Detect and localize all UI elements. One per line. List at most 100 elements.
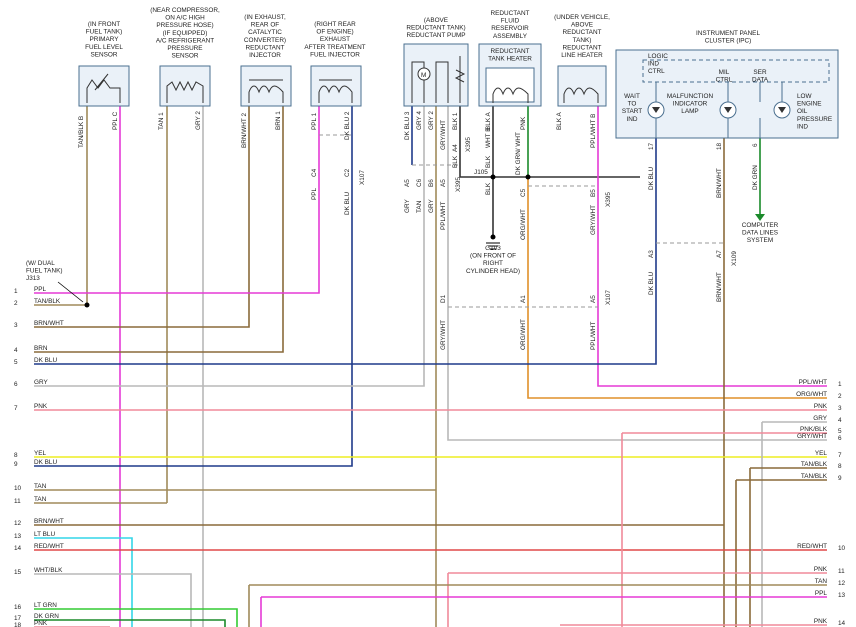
ac-pressure-sensor-label-line: (NEAR COMPRESSOR,: [150, 7, 220, 14]
ipc-mil-label-line: INDICATOR: [673, 101, 708, 108]
right-row-label: GRY: [813, 415, 827, 422]
left-row-number: 7: [14, 405, 18, 412]
ground-label-line: (ON FRONT OF: [470, 253, 516, 260]
right-row-number: 2: [838, 393, 842, 400]
wires: [34, 103, 827, 627]
right-row-number: 11: [838, 568, 845, 575]
splices: [84, 174, 765, 308]
left-row-label: YEL: [34, 450, 47, 457]
reservoir-assembly-label-line: FLUID: [501, 18, 520, 25]
right-row-label: YEL: [815, 450, 828, 457]
wire-tan-blk-r8: [749, 467, 827, 627]
wire-inj-brn: [34, 103, 284, 353]
right-row-number: 9: [838, 475, 842, 482]
left-row-number: 18: [14, 622, 22, 627]
exhaust-injector-label-line: EXHAUST: [320, 36, 350, 43]
ipc-mil-ctrl-label-line: CTRL: [716, 77, 733, 84]
conn-x395-a: X395: [465, 137, 472, 152]
splice-j313: [84, 302, 90, 308]
wl-gry-wht-top: GRY/WHT: [440, 120, 447, 150]
reductant-injector-label-line: (IN EXHAUST,: [244, 14, 286, 21]
right-row-label: TAN/BLK: [801, 461, 828, 468]
ipc-label-line: CLUSTER (IPC): [705, 38, 752, 45]
conn-a5: A5: [404, 179, 411, 187]
pin-line-a: BLK A: [556, 111, 563, 130]
left-row-number: 13: [14, 533, 22, 540]
reductant-injector-label-line: CATALYTIC: [248, 29, 282, 36]
fuel-level-sensor-label-line: FUEL TANK): [86, 29, 122, 36]
conn-a5b: A5: [440, 179, 447, 187]
right-row-label: PNK: [814, 566, 828, 573]
left-row-label: PNK: [34, 620, 48, 627]
left-row-label: RED/WHT: [34, 543, 64, 550]
wl-ppl-wht: PPL/WHT: [440, 201, 447, 230]
right-row-number: 7: [838, 452, 842, 459]
pin-ipc-18: 18: [716, 142, 723, 150]
pin-inj-1: BRN 1: [275, 111, 282, 130]
fuel-level-sensor-label-line: SENSOR: [91, 51, 118, 58]
line-heater-label-line: REDUCTANT: [563, 44, 602, 51]
tank-heater-coil-icon: [492, 87, 529, 103]
reductant-pump-label-line: REDUCTANT TANK): [406, 25, 465, 32]
wl-dkgrn-ipc: DK GRN: [752, 165, 759, 190]
ac-pressure-sensor-label-line: ON A/C HIGH: [165, 15, 205, 22]
pin-fuel-b: TAN/BLK B: [78, 116, 85, 148]
right-row-number: 6: [838, 435, 842, 442]
conn-b6: B6: [428, 179, 435, 187]
left-row-label: BRN: [34, 345, 48, 352]
ac-pressure-sensor-label-line: (IF EQUIPPED): [163, 30, 208, 37]
ac-pressure-sensor-label-line: A/C REFRIGERANT: [156, 37, 214, 44]
left-row-number: 3: [14, 322, 18, 329]
left-row-number: 15: [14, 569, 22, 576]
pin-ac-2: GRY 2: [195, 111, 202, 130]
reductant-injector-label-line: INJECTOR: [249, 52, 281, 59]
ground-label-line: G103: [485, 245, 501, 252]
wire-tan-blk-r9: [735, 479, 827, 627]
right-row-label: RED/WHT: [797, 543, 827, 550]
ipc-logic-label-line: LOGIC: [648, 53, 668, 60]
pin-pump-3: DK BLU 3: [404, 111, 411, 140]
pin-labels: TAN/BLK B PPL C TAN 1 GRY 2 BRN/WHT 2 BR…: [78, 111, 759, 150]
left-row-number: 14: [14, 545, 22, 552]
conn-c2: C2: [344, 168, 351, 177]
injector-coil-icon: [248, 79, 284, 103]
pin-fuel-c: PPL C: [112, 111, 119, 130]
conn-x107-top: X107: [359, 170, 366, 185]
left-row-label: TAN: [34, 496, 47, 503]
ipc-oil-label-line: OIL: [797, 108, 808, 115]
right-row-label: PNK/BLK: [800, 426, 828, 433]
ipc-logic-label-line: IND: [648, 61, 659, 68]
ac-pressure-sensor-label-line: PRESSURE HOSE): [156, 22, 213, 29]
dual-tank-label-line: (W/ DUAL: [26, 260, 55, 267]
left-row-label: LT GRN: [34, 602, 57, 609]
right-row-label: PNK: [814, 403, 828, 410]
wl-dkblu-ex: DK BLU: [344, 192, 351, 215]
pin-res-a: BLK A: [485, 111, 492, 130]
pin-ex-1: PPL 1: [311, 112, 318, 130]
line-heater-label-line: REDUCTANT: [563, 29, 602, 36]
exhaust-injector-box: [310, 65, 362, 107]
ipc-logic-dashed: [642, 59, 830, 83]
ground-g103-icon: [490, 234, 496, 240]
wire-pnk-r11: [447, 572, 827, 627]
wl-brn-wht-ipc-low: BRN/WHT: [716, 272, 723, 302]
left-row-number: 12: [14, 520, 22, 527]
wl-org-wht-low: ORG/WHT: [520, 319, 527, 350]
conn-x395-c: X395: [605, 192, 612, 207]
wl-tan: TAN: [416, 200, 423, 213]
right-row-number: 12: [838, 580, 846, 587]
ipc-mil-label-line: LAMP: [681, 108, 698, 115]
left-row-label: DK GRN: [34, 613, 59, 620]
ipc-label-line: INSTRUMENT PANEL: [696, 30, 760, 37]
tank-heater-label-line: REDUCTANT: [491, 48, 530, 55]
ipc-internal-lines: [655, 82, 783, 138]
wire-pnk-blk-r5: [621, 432, 827, 627]
wire-gry-r4: [761, 421, 827, 627]
